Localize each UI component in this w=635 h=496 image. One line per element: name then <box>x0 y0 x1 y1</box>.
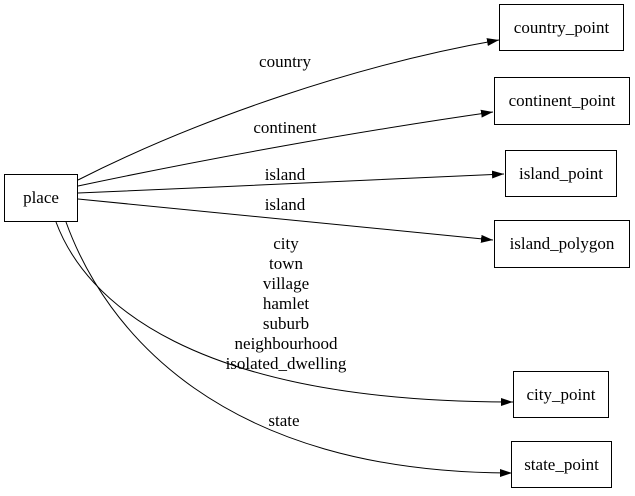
edge-label-line-village: village <box>262 274 310 293</box>
edge-label-country: country <box>259 52 311 71</box>
edge-place-country-point <box>77 38 500 181</box>
node-island-point: island_point <box>505 150 617 197</box>
edge-place-island-polygon <box>77 198 494 243</box>
edge-label-island-point: island <box>264 165 306 184</box>
edge-label-state: state <box>268 411 300 430</box>
node-place: place <box>4 174 78 222</box>
edge-label-line-neighbourhood: neighbourhood <box>234 334 338 353</box>
edge-place-state-point <box>65 221 513 477</box>
node-city-point: city_point <box>513 371 609 418</box>
edge-place-city-point <box>55 221 514 406</box>
node-continent-point: continent_point <box>494 77 630 125</box>
edge-label-line-town: town <box>269 254 303 273</box>
node-country-point: country_point <box>499 4 624 51</box>
edge-label-island-polygon: island <box>264 195 306 214</box>
edge-place-continent-point <box>77 109 494 187</box>
edge-place-island-point <box>77 170 505 194</box>
edge-label-city-stack: city town village hamlet suburb neighbou… <box>206 234 366 374</box>
edge-label-continent: continent <box>253 118 317 137</box>
edge-label-line-hamlet: hamlet <box>262 294 310 313</box>
edge-label-line-isolated-dwelling: isolated_dwelling <box>225 354 347 373</box>
node-state-point: state_point <box>511 441 612 488</box>
edge-label-line-city: city <box>273 234 299 253</box>
node-island-polygon: island_polygon <box>494 220 630 268</box>
edge-label-line-suburb: suburb <box>262 314 310 333</box>
